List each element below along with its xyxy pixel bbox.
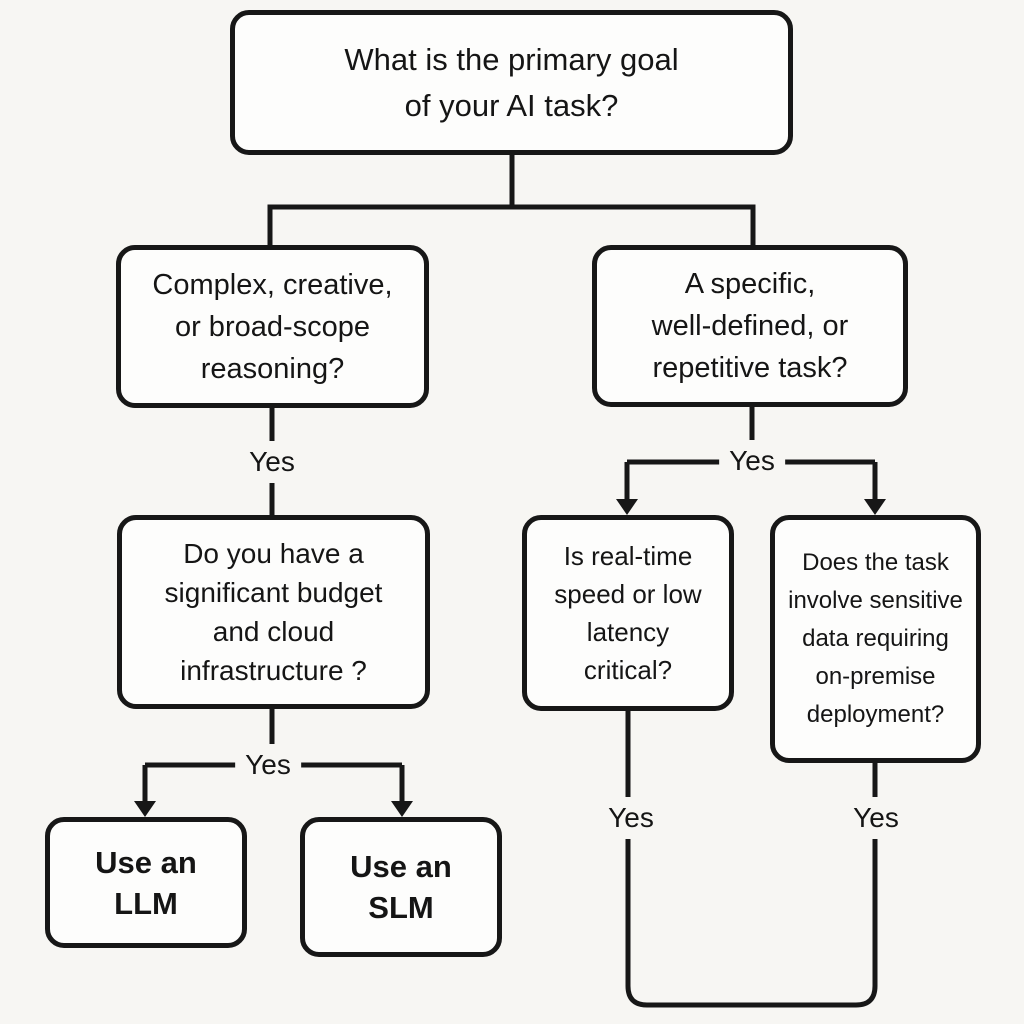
edge-label-yes-latency: Yes — [598, 797, 664, 839]
node-use-slm: Use an SLM — [300, 817, 502, 957]
arrowhead-slm-icon — [391, 801, 413, 817]
node-right-question: A specific, well-defined, or repetitive … — [592, 245, 908, 407]
edge-branch-bar — [267, 204, 756, 246]
node-use-llm: Use an LLM — [45, 817, 247, 948]
edge-label-yes-sensitive: Yes — [843, 797, 909, 839]
edge-bottom-merge — [625, 709, 878, 1008]
arrowhead-sensitive-icon — [864, 499, 886, 515]
arrowhead-llm-icon — [134, 801, 156, 817]
node-latency-question: Is real-time speed or low latency critic… — [522, 515, 734, 711]
node-sensitive-question: Does the task involve sensitive data req… — [770, 515, 981, 763]
arrowhead-latency-icon — [616, 499, 638, 515]
edge-label-yes-right: Yes — [719, 440, 785, 482]
node-root-question: What is the primary goal of your AI task… — [230, 10, 793, 155]
edge-label-yes-budget: Yes — [235, 744, 301, 786]
edge-label-yes-left: Yes — [239, 441, 305, 483]
node-left-question: Complex, creative, or broad-scope reason… — [116, 245, 429, 408]
node-budget-question: Do you have a significant budget and clo… — [117, 515, 430, 709]
